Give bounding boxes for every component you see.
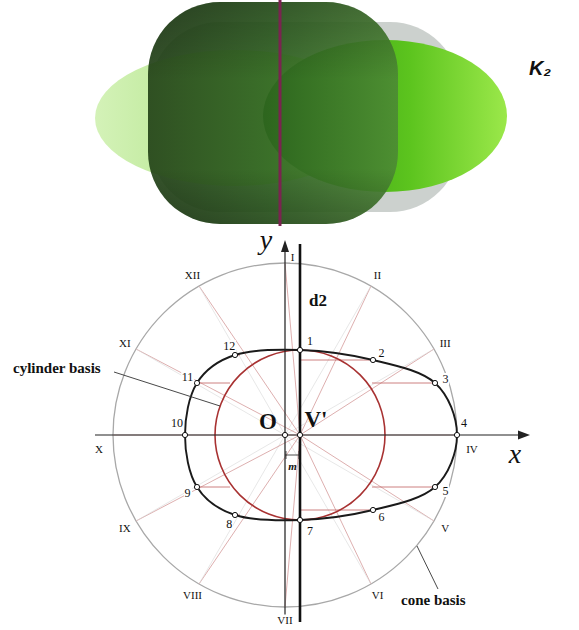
construction-ray [285, 286, 371, 435]
dark-body [148, 2, 398, 224]
origin-point [282, 432, 287, 437]
construction-line [300, 510, 373, 511]
construction-ray [199, 286, 285, 435]
vertex-label: V' [305, 408, 328, 431]
roman-numeral: XII [184, 269, 201, 280]
curve-point [194, 484, 199, 489]
leader-line [417, 546, 438, 589]
point-number: 12 [222, 340, 236, 352]
dimension-label: m [288, 461, 297, 472]
roman-numeral: IX [118, 522, 132, 533]
point-number: 6 [377, 511, 385, 523]
roman-numeral: IV [465, 444, 479, 455]
curve-point [194, 380, 199, 385]
curve-point [232, 352, 237, 357]
x-arrow [518, 431, 530, 440]
roman-numeral: V [440, 522, 450, 533]
construction-line [197, 383, 230, 384]
construction-ray [285, 349, 434, 435]
curve-point [454, 432, 459, 437]
m-dimension [285, 451, 300, 459]
roman-numeral: X [94, 444, 104, 455]
vertex-point [297, 432, 302, 437]
point-number: 11 [181, 371, 195, 383]
construction-ray [136, 435, 285, 521]
callout-label: cylinder basis [12, 361, 102, 376]
roman-numeral: XI [118, 337, 132, 348]
point-number: 9 [184, 487, 192, 499]
roman-numeral: I [290, 252, 296, 263]
curve-point [432, 484, 437, 489]
construction-ray [300, 435, 371, 584]
construction-points [182, 347, 459, 522]
point-number: 1 [306, 335, 314, 347]
roman-numeral: III [439, 337, 452, 348]
roman-numeral: VII [276, 615, 293, 626]
rotation-axis [279, 0, 282, 226]
curve-point [297, 347, 302, 352]
axis-label: x [509, 440, 521, 468]
roman-numeral: VI [371, 590, 385, 601]
construction-line [197, 487, 230, 488]
callout-label: cone basis [400, 593, 467, 608]
curve-point [370, 357, 375, 362]
construction-ray [285, 435, 434, 521]
solid-render [95, 0, 507, 226]
construction-ray [199, 435, 285, 584]
leader-line [114, 372, 220, 406]
y-arrow [281, 240, 289, 252]
point-number: 7 [306, 525, 314, 537]
curve-point [297, 517, 302, 522]
point-number: 4 [460, 417, 468, 429]
curve-point [370, 507, 375, 512]
construction-ray [300, 349, 434, 435]
body-shade [148, 2, 398, 224]
curve-point [432, 380, 437, 385]
construction-ray [136, 349, 285, 435]
point-number: 8 [225, 518, 233, 530]
line-label: d2 [309, 292, 327, 309]
curve-point [232, 512, 237, 517]
point-number: 3 [441, 373, 449, 385]
construction-line [372, 383, 435, 384]
construction-line [300, 360, 373, 361]
construction-line [372, 487, 435, 488]
origin-label: O [259, 410, 277, 433]
point-number: 10 [170, 417, 184, 429]
axis-label: y [260, 226, 272, 254]
roman-numeral: II [373, 269, 382, 280]
roman-numeral: VIII [182, 590, 203, 601]
curve-point [182, 432, 187, 437]
point-number: 2 [377, 347, 385, 359]
figure-label: K₂ [529, 58, 551, 78]
point-number: 5 [441, 485, 449, 497]
